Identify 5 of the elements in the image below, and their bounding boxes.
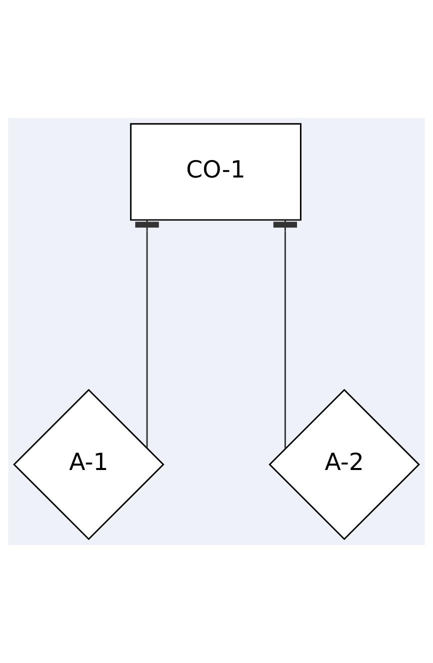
node-diamond: A-1 (13, 388, 164, 540)
connector (273, 220, 298, 448)
node-diamond: A-2 (268, 388, 420, 540)
node-box: CO-1 (130, 123, 302, 221)
connector (135, 220, 159, 448)
